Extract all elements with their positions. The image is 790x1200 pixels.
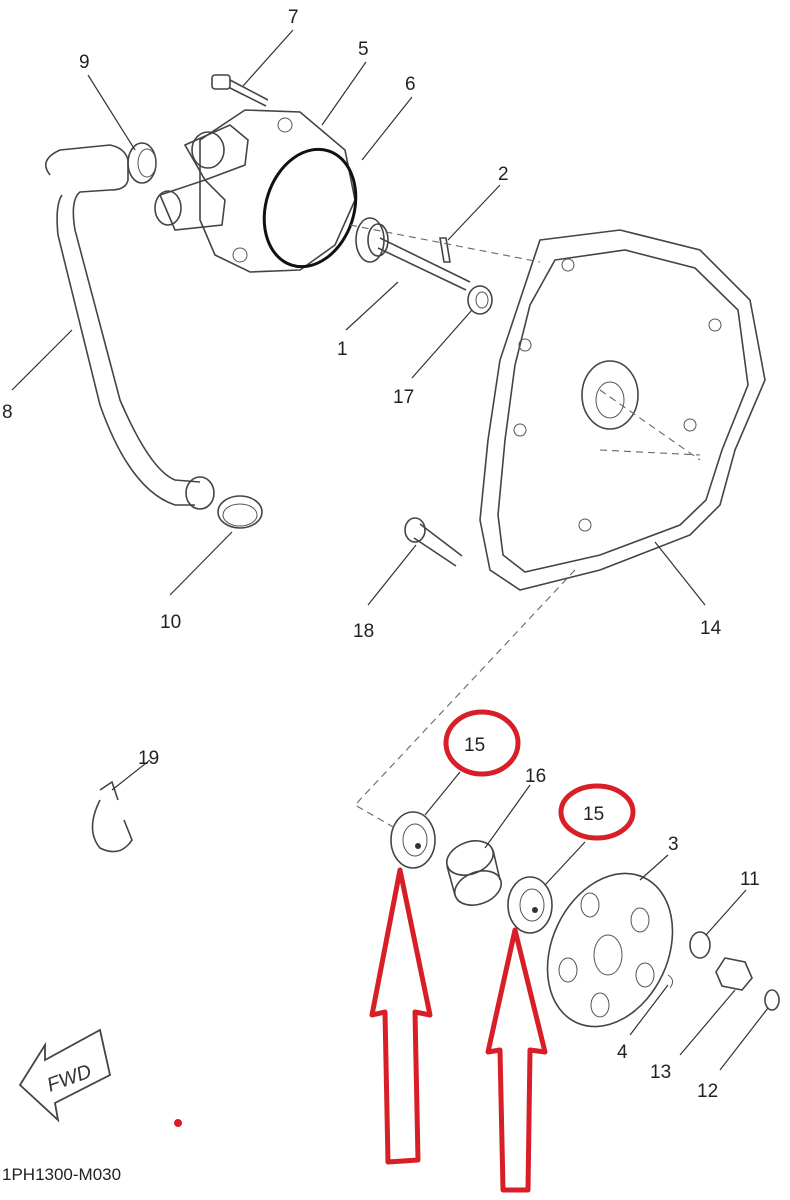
crankcase-cover [479,229,766,591]
callout-12: 12 [697,1081,718,1102]
highlight-circles [443,709,636,841]
callout-6: 6 [405,74,416,95]
callout-5: 5 [358,39,369,60]
leader-lines [11,29,769,1071]
callout-16: 16 [525,766,546,787]
water-hose [44,144,215,510]
callout-15-left: 15 [464,735,485,756]
highlight-circle-left [443,709,521,777]
washer [689,931,711,959]
red-arrow-right [485,927,548,1193]
circlip [764,989,780,1011]
bolt-upper [211,74,269,107]
callout-19: 19 [138,748,159,769]
o-ring [262,147,358,269]
forward-direction-indicator: FWD [18,1028,112,1123]
pump-housing [154,109,356,273]
callout-labels: 1 2 3 4 5 6 7 8 9 10 11 12 13 14 15 15 1… [2,7,760,1102]
callout-9: 9 [79,52,90,73]
diagram-code: 1PH1300-M030 [2,1165,121,1184]
retaining-clip [91,780,133,853]
gear-pin [667,974,674,989]
bearing-left [390,811,436,869]
fwd-arrow-icon [18,1028,112,1123]
callout-11: 11 [740,869,760,890]
callout-7: 7 [288,7,299,28]
callout-2: 2 [498,164,509,185]
dowel-pin [439,237,451,263]
callout-4: 4 [617,1042,628,1063]
driven-gear [546,872,674,1028]
oil-seal [467,285,493,315]
callout-3: 3 [668,834,679,855]
callout-15-right: 15 [583,804,604,825]
red-dot-mark [174,1119,182,1127]
callout-10: 10 [160,612,181,633]
callout-13: 13 [650,1062,671,1083]
nut [715,957,753,991]
callout-18: 18 [353,621,374,642]
bearing-right [507,876,553,934]
highlight-arrows [369,867,548,1193]
alignment-lines [349,224,701,829]
callout-17: 17 [393,387,414,408]
callout-8: 8 [2,402,13,423]
hose-clamp-lower [217,495,263,529]
callout-14: 14 [700,618,722,639]
callout-1: 1 [337,339,348,360]
red-arrow-left [369,867,433,1165]
hose-clamp-upper [127,142,157,184]
impeller-shaft [355,217,471,291]
bolt-lower [404,517,463,567]
highlight-circle-right [558,783,636,841]
spacer-collar [445,840,503,906]
